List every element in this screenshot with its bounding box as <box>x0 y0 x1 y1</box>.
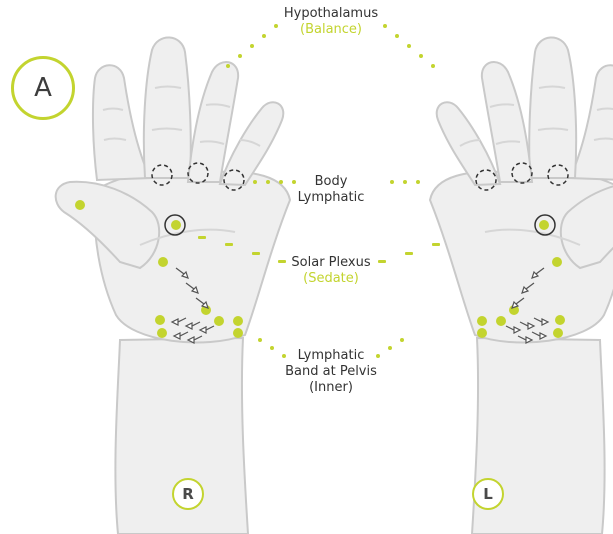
label-body-lymphatic-line2: Lymphatic <box>281 190 381 206</box>
label-lymphatic-band: Lymphatic Band at Pelvis (Inner) <box>266 348 396 396</box>
diagram-badge: A <box>11 56 75 120</box>
left-hand <box>430 37 613 534</box>
label-hypothalamus-sub: (Balance) <box>256 22 406 38</box>
left-hand-label: L <box>472 478 504 510</box>
label-solar-plexus: Solar Plexus (Sedate) <box>281 255 381 287</box>
label-lymphatic-band-line2: Band at Pelvis <box>266 364 396 380</box>
label-lymphatic-band-line1: Lymphatic <box>266 348 396 364</box>
label-solar-plexus-name: Solar Plexus <box>281 255 381 271</box>
label-hypothalamus-name: Hypothalamus <box>256 6 406 22</box>
right-hand <box>56 37 290 534</box>
label-lymphatic-band-line3: (Inner) <box>266 380 396 396</box>
label-hypothalamus: Hypothalamus (Balance) <box>256 6 406 38</box>
right-hand-label: R <box>172 478 204 510</box>
label-body-lymphatic: Body Lymphatic <box>281 174 381 206</box>
label-solar-plexus-sub: (Sedate) <box>281 271 381 287</box>
label-body-lymphatic-line1: Body <box>281 174 381 190</box>
